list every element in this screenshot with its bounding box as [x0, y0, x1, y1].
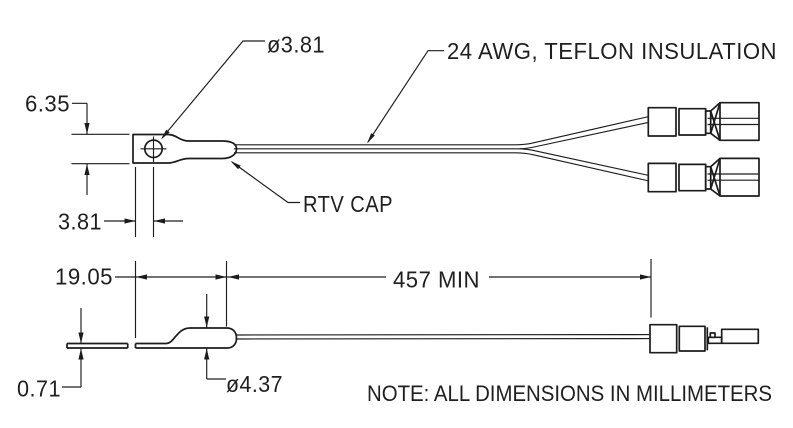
dim-457-arrow-left	[228, 274, 239, 280]
leader-rtv-arrow	[230, 161, 241, 170]
upper-flare-bottom	[710, 132, 721, 141]
top-view	[132, 101, 760, 197]
side-terminal	[649, 323, 760, 354]
wire-top-line	[234, 115, 650, 146]
wire-middle-line-lower-branch	[519, 148, 650, 177]
dim-4-37-lines	[206, 294, 226, 380]
lower-crimp-sleeve	[678, 163, 707, 192]
dim-4-37-arrow-up	[204, 348, 210, 360]
upper-receptacle-body	[719, 101, 760, 142]
leader-hole-arrow	[161, 129, 170, 140]
dim-tab-thickness-label: 0.71	[17, 376, 61, 402]
dim-lead-length-label: 457 MIN	[393, 267, 480, 293]
cap-diameter-label: ø4.37	[226, 371, 283, 397]
lower-cross-1	[709, 166, 721, 197]
dim-19-05-arrow-left	[136, 274, 147, 280]
lower-flare-bottom	[710, 188, 721, 197]
dim-row-lines	[115, 259, 652, 338]
dimensions: 6.35 ø3.81 24 AWG, TEFLON INSULATION RTV…	[17, 32, 777, 407]
dim-6-35-arrow-down	[84, 123, 90, 134]
side-crimp-barrel	[649, 323, 678, 354]
upper-terminal	[647, 101, 760, 142]
side-neck-step	[707, 336, 723, 345]
side-receptacle-body	[720, 328, 760, 345]
lower-neck	[704, 165, 712, 190]
dim-hole-offset-label: 3.81	[58, 209, 102, 235]
wire-spec-label: 24 AWG, TEFLON INSULATION	[447, 38, 777, 64]
hole-diameter-label: ø3.81	[267, 32, 325, 58]
upper-flare-top	[710, 102, 721, 112]
dim-3-81-arrow-right	[124, 218, 136, 224]
lower-receptacle-body	[719, 157, 760, 197]
leader-wire-arrow	[367, 133, 375, 144]
tab-right-segment	[134, 342, 228, 349]
upper-neck	[704, 110, 712, 135]
dim-19-05-arrow-right	[215, 274, 227, 280]
dim-0-71-arrow-down	[78, 332, 84, 344]
lower-flare-top	[710, 157, 721, 168]
side-crimp-sleeve	[678, 325, 706, 352]
lower-terminal	[647, 157, 760, 197]
dim-3-81-arrow-left	[154, 218, 165, 224]
dim-lug-width-label: 6.35	[25, 91, 70, 117]
upper-cross-1	[709, 110, 721, 141]
dim-0-71-arrow-up	[78, 348, 84, 360]
dim-3-81-lines	[104, 167, 183, 237]
leader-rtv-cap	[231, 161, 300, 204]
leader-wire-spec	[367, 50, 444, 143]
rtv-cap-label: RTV CAP	[303, 191, 393, 217]
upper-crimp-sleeve	[678, 107, 707, 136]
dim-457-arrow-right	[640, 274, 651, 280]
lower-crimp-barrel	[647, 162, 677, 193]
tab-left-segment	[66, 342, 129, 349]
drawing-note: NOTE: ALL DIMENSIONS IN MILLIMETERS	[367, 381, 772, 406]
leader-hole-diameter	[162, 40, 265, 138]
wire-bottom-line	[234, 152, 650, 182]
side-view	[66, 323, 760, 354]
dim-6-35-arrow-up	[84, 164, 90, 175]
dim-6-35-lines	[71, 102, 130, 195]
dim-cap-length-label: 19.05	[55, 264, 113, 290]
dim-4-37-arrow-down	[204, 316, 210, 328]
upper-crimp-barrel	[647, 106, 677, 137]
rtv-cap-profile	[166, 327, 238, 349]
